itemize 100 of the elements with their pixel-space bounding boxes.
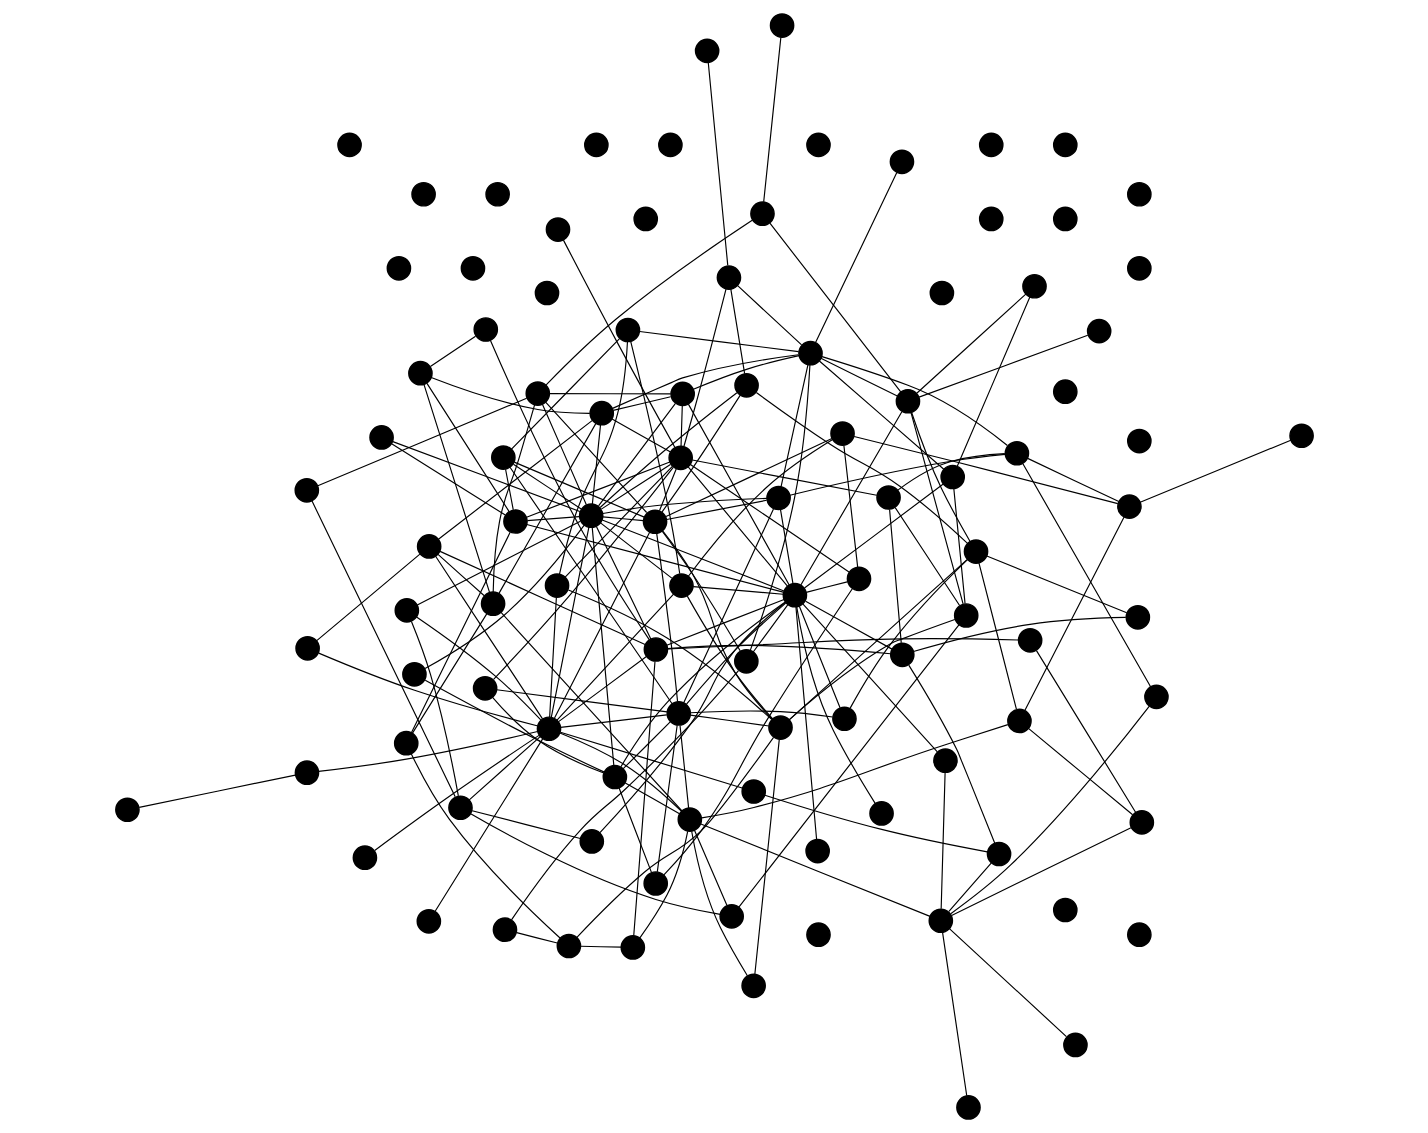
connector: [491, 696, 604, 774]
connector: [1139, 439, 1291, 503]
node-circle: [804, 838, 830, 864]
connector: [410, 531, 511, 734]
connector: [655, 533, 678, 703]
connector: [896, 453, 1005, 491]
node-circle: [1126, 181, 1152, 207]
node-circle: [868, 801, 894, 826]
node-circle: [294, 636, 320, 661]
connector: [685, 602, 786, 705]
connector: [985, 555, 1127, 614]
connector: [548, 393, 671, 395]
node-circle: [410, 181, 436, 207]
node-circle: [293, 477, 319, 503]
node-circle: [677, 807, 702, 832]
connector: [508, 466, 673, 705]
connector: [910, 412, 964, 605]
connector: [664, 438, 832, 518]
connector: [600, 463, 671, 510]
connector: [763, 794, 988, 853]
node-circle: [668, 573, 694, 598]
node-circle: [642, 509, 667, 535]
connector: [632, 660, 656, 937]
connector: [700, 724, 1008, 819]
connector: [687, 466, 788, 587]
node-circle: [1006, 708, 1032, 734]
connector: [434, 738, 543, 912]
connector: [665, 499, 767, 521]
node-circle: [588, 400, 614, 426]
node-circle: [620, 935, 645, 960]
node-circle: [407, 360, 433, 386]
node-circle: [556, 933, 581, 959]
node-circle: [765, 485, 791, 511]
node-circle: [294, 760, 319, 786]
node-circle: [578, 503, 603, 529]
connector: [492, 466, 674, 680]
connector: [434, 555, 543, 720]
connector: [558, 732, 682, 812]
connector: [471, 810, 581, 840]
node-circle: [657, 132, 683, 158]
node-circle: [740, 779, 766, 804]
connector: [707, 61, 728, 266]
connector: [853, 435, 1118, 505]
connector: [780, 364, 808, 488]
node-circle: [831, 706, 857, 732]
connector: [689, 464, 850, 573]
node-circle: [733, 372, 759, 398]
node-circle: [460, 255, 485, 281]
connector: [736, 285, 802, 346]
connector: [390, 443, 506, 516]
connector: [661, 530, 773, 720]
node-circle: [1004, 440, 1029, 466]
connector: [515, 932, 558, 944]
connector: [559, 714, 667, 728]
connector: [686, 595, 773, 720]
connector: [489, 339, 650, 641]
connector: [907, 664, 995, 844]
connector: [956, 296, 1030, 467]
connector: [591, 424, 601, 505]
connector: [662, 588, 853, 876]
connector: [665, 598, 785, 646]
connector: [656, 724, 678, 873]
node-circle: [394, 598, 419, 623]
connector: [525, 523, 784, 593]
connector: [699, 823, 931, 917]
node-circle: [447, 795, 473, 821]
node-circle: [767, 715, 793, 740]
connector: [553, 531, 650, 719]
connector: [562, 239, 676, 449]
connector: [749, 364, 810, 651]
node-circle: [1052, 379, 1078, 405]
connector: [601, 516, 644, 522]
connector: [411, 613, 487, 734]
node-circle: [955, 1095, 981, 1120]
node-circle: [1125, 604, 1150, 630]
connector: [952, 488, 966, 605]
connector: [689, 714, 769, 727]
node-circle: [929, 280, 954, 306]
connector: [559, 731, 743, 789]
connector: [558, 341, 628, 575]
node-circle: [602, 764, 627, 790]
connector: [555, 593, 674, 721]
connector: [545, 219, 753, 386]
connector: [601, 497, 768, 515]
node-circle: [502, 509, 528, 534]
connector: [692, 586, 784, 595]
connector: [575, 736, 774, 938]
connector: [579, 945, 622, 948]
node-circle: [643, 637, 668, 662]
connector: [492, 404, 535, 593]
connector: [429, 335, 476, 368]
connector: [416, 520, 581, 606]
node-circle: [1126, 255, 1152, 281]
connector: [752, 604, 788, 653]
node-circle: [749, 201, 775, 226]
connector: [629, 341, 680, 575]
connector: [1023, 516, 1125, 711]
node-circle: [336, 132, 362, 158]
connector: [666, 638, 1019, 650]
connector: [950, 827, 1132, 917]
